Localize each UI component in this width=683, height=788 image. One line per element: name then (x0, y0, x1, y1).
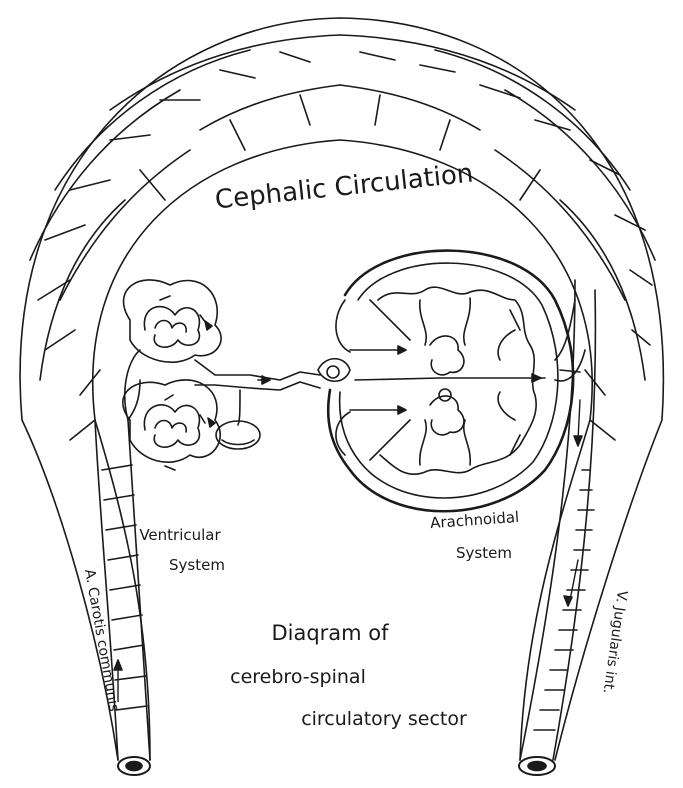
arachnoidal-system (318, 251, 585, 512)
arachnoidal-label-line-2: System (456, 544, 512, 562)
title-line-3: circulatory sector (301, 708, 467, 730)
carotid-trunk (95, 420, 150, 775)
vascular-arch (20, 18, 663, 760)
title-line-2: cerebro-spinal (230, 666, 366, 688)
ventricular-label-line-2: System (169, 556, 225, 574)
ventricular-label-line-1: Ventricular (139, 526, 221, 544)
labels: Cephalic Circulation Ventricular System … (81, 159, 630, 730)
arch-label: Cephalic Circulation (214, 159, 475, 216)
title-line-1: Diaqram of (271, 621, 389, 645)
right-vessel-label: V. Jugularis int. (600, 589, 630, 694)
ventricular-system (123, 280, 320, 470)
